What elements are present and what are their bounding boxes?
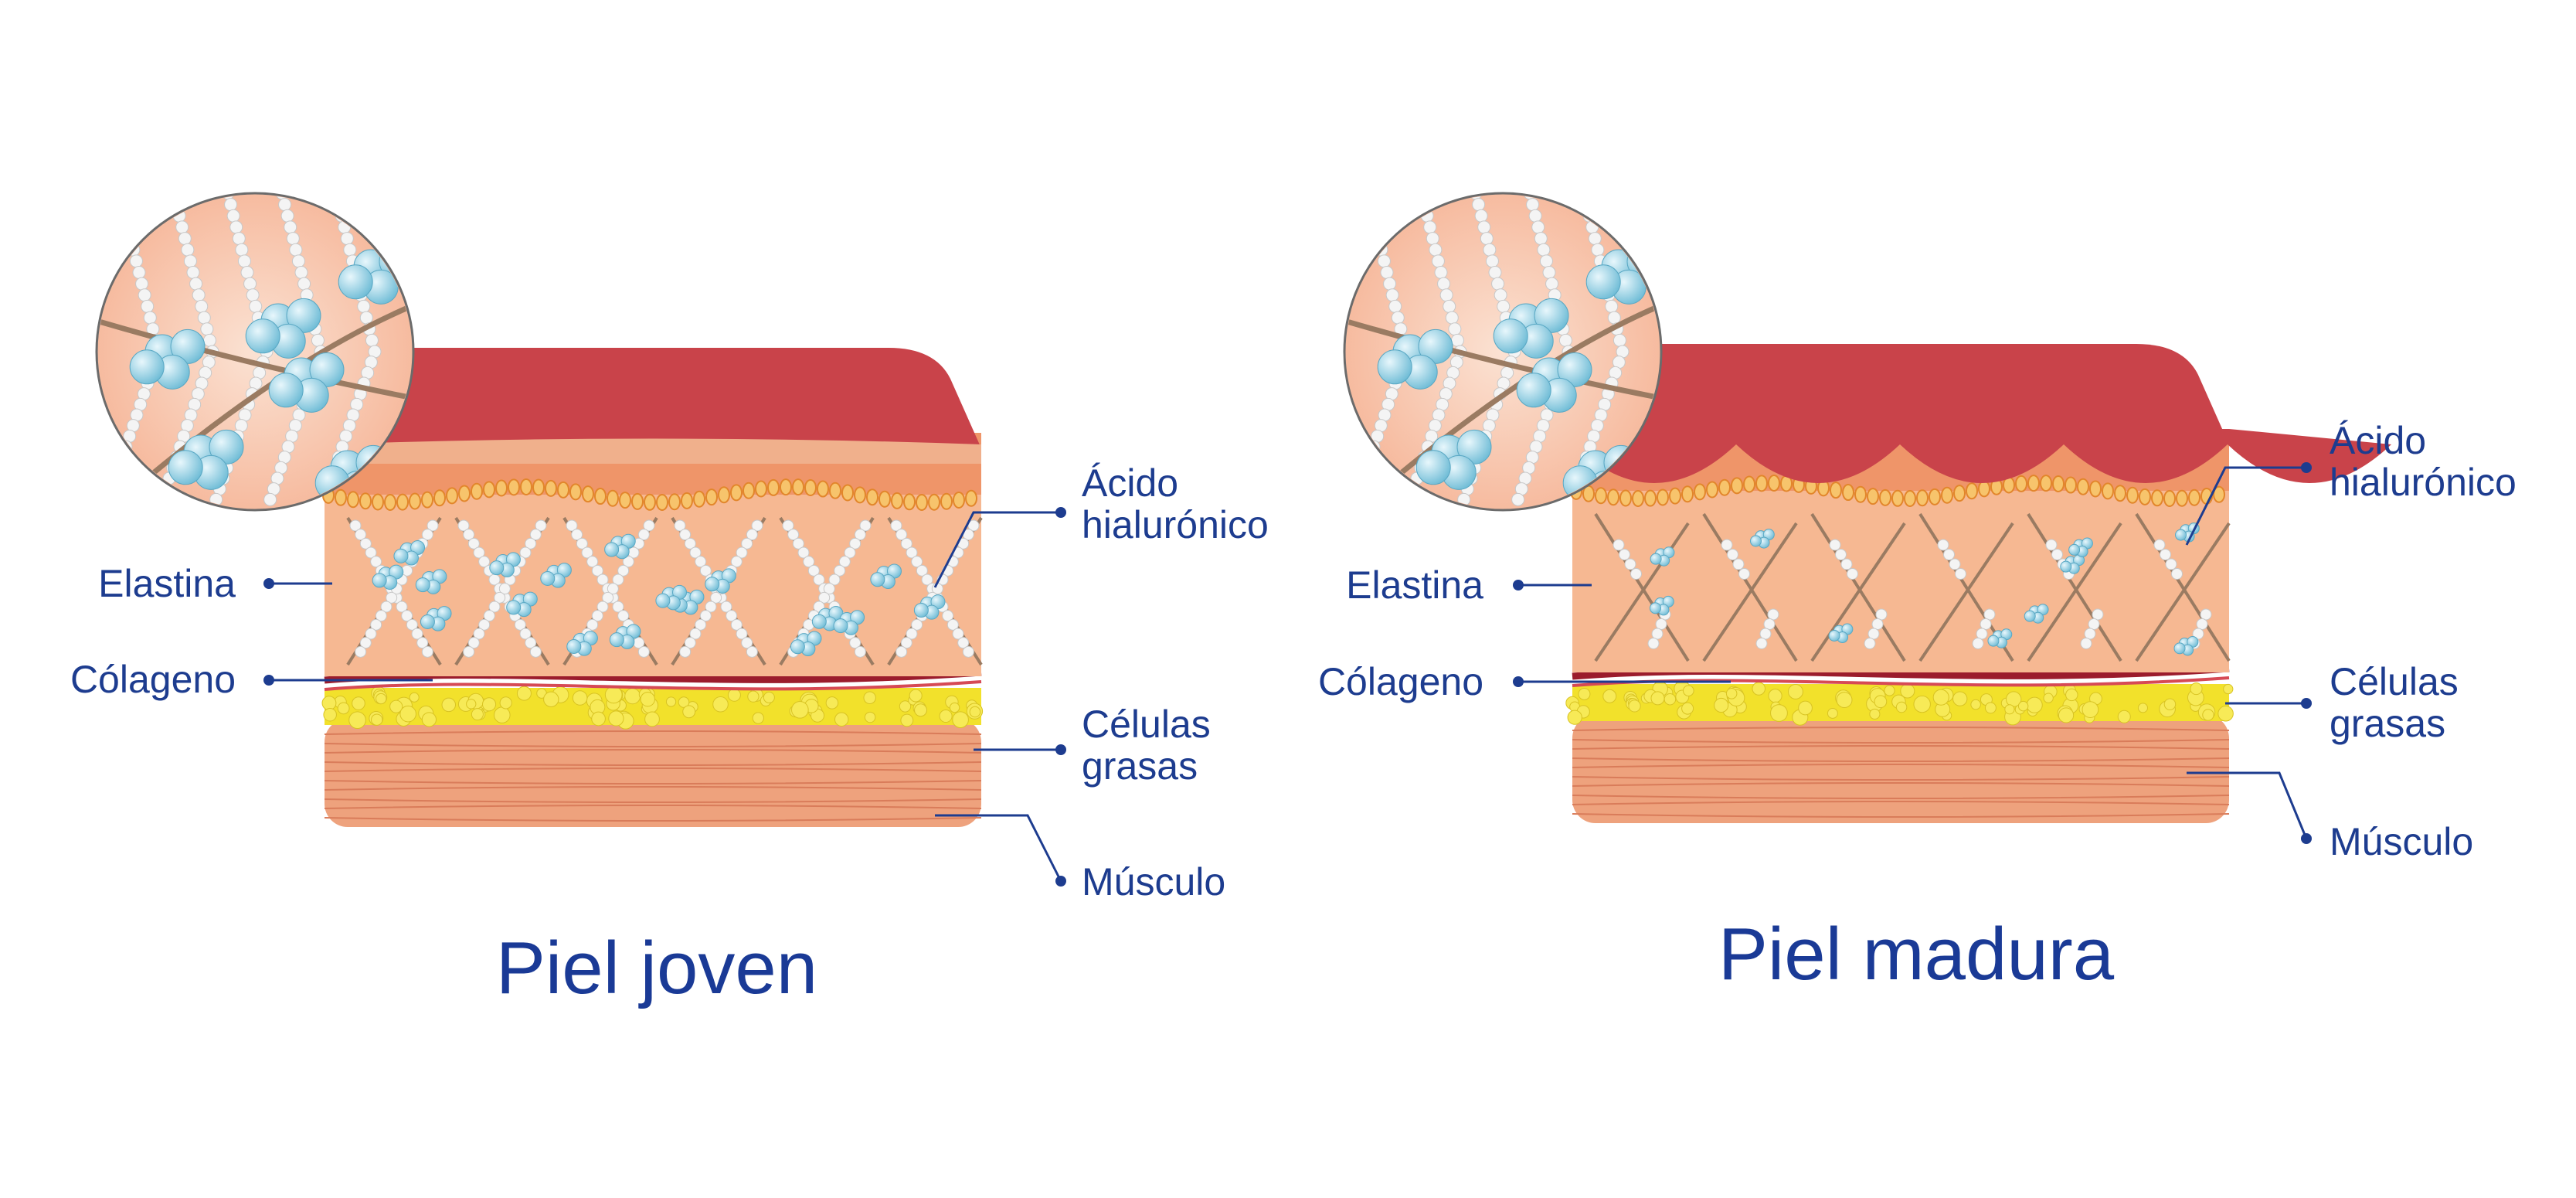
leader-dot <box>263 675 274 686</box>
epidermis <box>317 348 981 464</box>
label-celulas-grasas-madura: Células grasas <box>2330 660 2459 745</box>
skin-block-mature <box>1565 344 2391 823</box>
label-musculo-joven: Músculo <box>1082 860 1226 904</box>
label-elastina-joven: Elastina <box>98 562 236 605</box>
label-colageno-joven: Cólageno <box>70 658 236 701</box>
leader-line <box>933 511 1061 588</box>
leader-dot <box>1513 580 1524 590</box>
title-piel-joven: Piel joven <box>495 927 818 1009</box>
label-musculo-madura: Músculo <box>2330 820 2474 863</box>
leader-dot <box>1513 676 1524 687</box>
leader-dot <box>2301 698 2312 709</box>
hyaluronic-young <box>372 533 946 656</box>
dermis-layer <box>1572 479 2229 672</box>
skin-block-young <box>317 348 984 827</box>
leader-dot <box>2301 833 2312 844</box>
muscle-layer <box>1572 715 2229 823</box>
label-celulas-grasas-joven: Células grasas <box>1082 703 1211 788</box>
fibers-young <box>346 516 983 666</box>
leader-line <box>935 814 1062 882</box>
leader-dot <box>263 578 274 589</box>
zoom-circle-young <box>95 192 415 512</box>
hyaluronic-mature <box>1649 522 2200 656</box>
title-piel-madura: Piel madura <box>1718 913 2115 995</box>
leader-dot <box>1055 744 1066 755</box>
label-elastina-madura: Elastina <box>1346 563 1483 607</box>
label-colageno-madura: Cólageno <box>1317 660 1483 703</box>
leader-line <box>2187 771 2308 839</box>
leader-line <box>2185 466 2306 546</box>
leader-dot <box>1055 507 1066 518</box>
label-acido-hialuronico-madura: Ácido hialurónico <box>2330 419 2517 504</box>
muscle-layer <box>325 719 981 827</box>
leader-dot <box>2301 462 2312 473</box>
epidermis <box>1565 344 2391 483</box>
zoom-circle-mature <box>1343 192 1663 512</box>
label-acido-hialuronico-joven: Ácido hialurónico <box>1082 461 1269 546</box>
leader-dot <box>1055 876 1066 887</box>
